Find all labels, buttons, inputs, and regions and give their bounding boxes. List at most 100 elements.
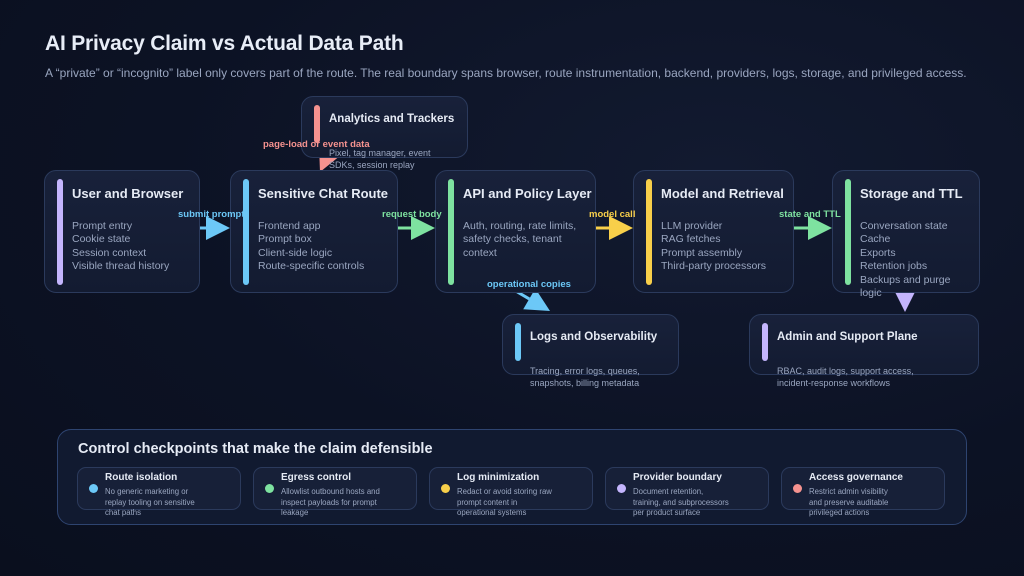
checkpoint-title: Provider boundary bbox=[633, 472, 722, 483]
description-line: leakage bbox=[281, 508, 309, 517]
detail-line: SDKs, session replay bbox=[329, 160, 415, 170]
detail-line: Client-side logic bbox=[258, 246, 333, 259]
detail-line: Prompt entry bbox=[72, 220, 133, 232]
status-dot-icon bbox=[441, 484, 450, 493]
description-line: replay tooling on sensitive bbox=[105, 497, 195, 507]
description-line: privileged actions bbox=[809, 508, 870, 517]
detail-line: Cache bbox=[860, 233, 891, 246]
checkpoints-panel: Control checkpoints that make the claim … bbox=[57, 429, 967, 525]
node-title: User and Browser bbox=[72, 186, 184, 201]
node-title: Model and Retrieval bbox=[661, 186, 784, 201]
node-title: Storage and TTL bbox=[860, 186, 963, 201]
detail-line: Auth, routing, rate limits, bbox=[463, 220, 577, 232]
detail-line: Third-party processors bbox=[661, 260, 767, 273]
detail-line: Retention jobs bbox=[860, 260, 928, 273]
node-title: Admin and Support Plane bbox=[777, 331, 918, 343]
detail-line: Route-specific controls bbox=[258, 260, 365, 273]
detail-line: Conversation state bbox=[860, 220, 948, 232]
description-line: No generic marketing or bbox=[105, 487, 189, 496]
description-line: Allowlist outbound hosts and bbox=[281, 487, 380, 496]
checkpoint-title: Access governance bbox=[809, 472, 903, 483]
checkpoint-title: Route isolation bbox=[105, 472, 178, 483]
detail-line: Backups and purge bbox=[860, 273, 951, 286]
node-title: API and Policy Layer bbox=[463, 186, 592, 201]
node-details: Tracing, error logs, queues, snapshots, b… bbox=[530, 365, 640, 389]
detail-line: Session context bbox=[72, 246, 147, 259]
node-accent-bar bbox=[448, 179, 454, 285]
description-line: Restrict admin visibility bbox=[809, 487, 888, 496]
edge-label-page-load: page-load or event data bbox=[263, 139, 370, 150]
detail-line: Frontend app bbox=[258, 220, 321, 232]
node-details: Auth, routing, rate limits,safety checks… bbox=[463, 220, 576, 260]
description-line: Document retention, bbox=[633, 487, 704, 496]
detail-line: incident-response workflows bbox=[777, 378, 891, 388]
node-analytics-trackers[interactable]: Analytics and Trackers Pixel, tag manage… bbox=[301, 96, 468, 170]
description-line: and preserve auditable bbox=[809, 497, 889, 507]
node-accent-bar bbox=[646, 179, 652, 285]
checkpoint-title: Log minimization bbox=[457, 472, 540, 483]
edge-label-state-ttl: state and TTL bbox=[779, 209, 841, 220]
node-accent-bar bbox=[57, 179, 63, 285]
detail-line: Tracing, error logs, queues, bbox=[530, 366, 640, 376]
node-admin-support-plane[interactable]: Admin and Support Plane RBAC, audit logs… bbox=[749, 314, 979, 388]
node-details: RBAC, audit logs, support access, inciden… bbox=[777, 365, 914, 389]
description-line: chat paths bbox=[105, 508, 141, 517]
checkpoint-description: Document retention,training, and subproc… bbox=[633, 487, 729, 519]
detail-line: snapshots, billing metadata bbox=[530, 378, 640, 388]
node-accent-bar bbox=[243, 179, 249, 285]
detail-line: Cookie state bbox=[72, 233, 131, 246]
status-dot-icon bbox=[617, 484, 626, 493]
description-line: per product surface bbox=[633, 508, 701, 517]
page-title: AI Privacy Claim vs Actual Data Path bbox=[45, 32, 404, 55]
page-subtitle: A “private” or “incognito” label only co… bbox=[45, 66, 967, 80]
detail-line: safety checks, tenant bbox=[463, 233, 562, 246]
node-title: Analytics and Trackers bbox=[329, 113, 455, 125]
node-api-policy-layer[interactable]: API and Policy Layer Auth, routing, rate… bbox=[435, 170, 596, 293]
checkpoint-title: Egress control bbox=[281, 472, 352, 483]
edge-label-submit-prompt: submit prompt bbox=[178, 209, 245, 220]
detail-line: Exports bbox=[860, 246, 896, 259]
detail-line: context bbox=[463, 246, 497, 259]
edge-label-request-body: request body bbox=[382, 209, 442, 220]
description-line: training, and subprocessors bbox=[633, 497, 729, 507]
edge-label-model-call: model call bbox=[589, 209, 636, 220]
description-line: prompt content in bbox=[457, 497, 518, 507]
detail-line: logic bbox=[860, 287, 882, 300]
status-dot-icon bbox=[265, 484, 274, 493]
detail-line: Visible thread history bbox=[72, 260, 170, 273]
status-dot-icon bbox=[793, 484, 802, 493]
detail-line: Prompt box bbox=[258, 233, 312, 246]
node-accent-bar bbox=[314, 105, 320, 143]
detail-line: RBAC, audit logs, support access, bbox=[777, 366, 914, 376]
node-title: Sensitive Chat Route bbox=[258, 186, 389, 201]
description-line: inspect payloads for prompt bbox=[281, 497, 377, 507]
node-logs-observability[interactable]: Logs and Observability Tracing, error lo… bbox=[502, 314, 679, 388]
status-dot-icon bbox=[89, 484, 98, 493]
checkpoints-title: Control checkpoints that make the claim … bbox=[78, 441, 433, 457]
node-title: Logs and Observability bbox=[530, 331, 658, 343]
description-line: operational systems bbox=[457, 508, 527, 517]
node-accent-bar bbox=[515, 323, 521, 361]
detail-line: LLM provider bbox=[661, 220, 723, 232]
detail-line: Pixel, tag manager, event bbox=[329, 148, 431, 158]
node-accent-bar bbox=[762, 323, 768, 361]
detail-line: Prompt assembly bbox=[661, 246, 743, 259]
